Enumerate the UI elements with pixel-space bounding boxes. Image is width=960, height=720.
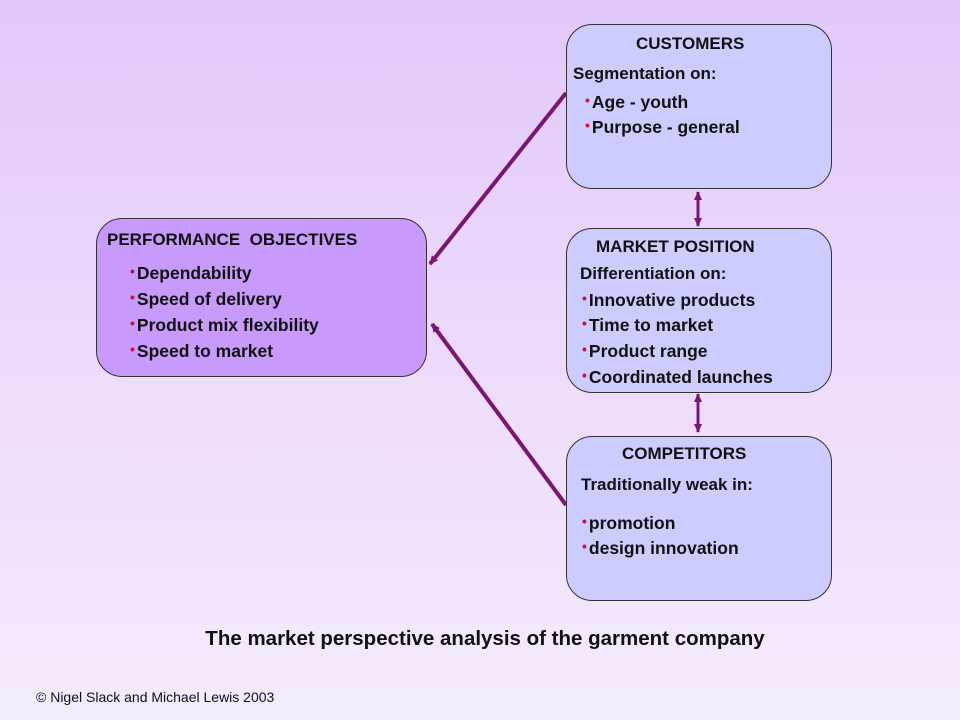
arrow-customers-to-performance bbox=[428, 91, 568, 266]
market-position-item: •Time to market bbox=[582, 315, 714, 335]
competitors-item: •promotion bbox=[582, 513, 676, 533]
competitors-subtitle: Traditionally weak in: bbox=[581, 475, 753, 494]
competitors-title: COMPETITORS bbox=[622, 444, 747, 463]
customers-title: CUSTOMERS bbox=[636, 34, 745, 53]
performance-objectives-item: •Dependability bbox=[130, 263, 252, 283]
market-position-item: •Product range bbox=[582, 341, 708, 361]
arrow-competitors-to-performance bbox=[430, 322, 568, 507]
performance-objectives-title: PERFORMANCE OBJECTIVES bbox=[107, 230, 358, 249]
market-position-item: •Coordinated launches bbox=[582, 367, 773, 387]
competitors-item: •design innovation bbox=[582, 538, 739, 558]
market-position-title: MARKET POSITION bbox=[596, 237, 755, 256]
performance-objectives-item: •Product mix flexibility bbox=[130, 315, 319, 335]
competitors-box bbox=[566, 436, 832, 601]
market-position-box bbox=[566, 228, 832, 393]
performance-objectives-box bbox=[96, 218, 427, 377]
figure-caption: The market perspective analysis of the g… bbox=[205, 627, 765, 650]
customers-subtitle: Segmentation on: bbox=[573, 64, 717, 83]
market-position-subtitle: Differentiation on: bbox=[580, 264, 727, 283]
performance-objectives-item: •Speed of delivery bbox=[130, 289, 282, 309]
performance-objectives-item: •Speed to market bbox=[130, 341, 274, 361]
copyright-notice: © Nigel Slack and Michael Lewis 2003 bbox=[36, 689, 275, 705]
customers-item: •Purpose - general bbox=[585, 117, 740, 137]
market-position-item: •Innovative products bbox=[582, 290, 756, 310]
customers-item: •Age - youth bbox=[585, 92, 689, 112]
customers-box bbox=[566, 24, 832, 189]
